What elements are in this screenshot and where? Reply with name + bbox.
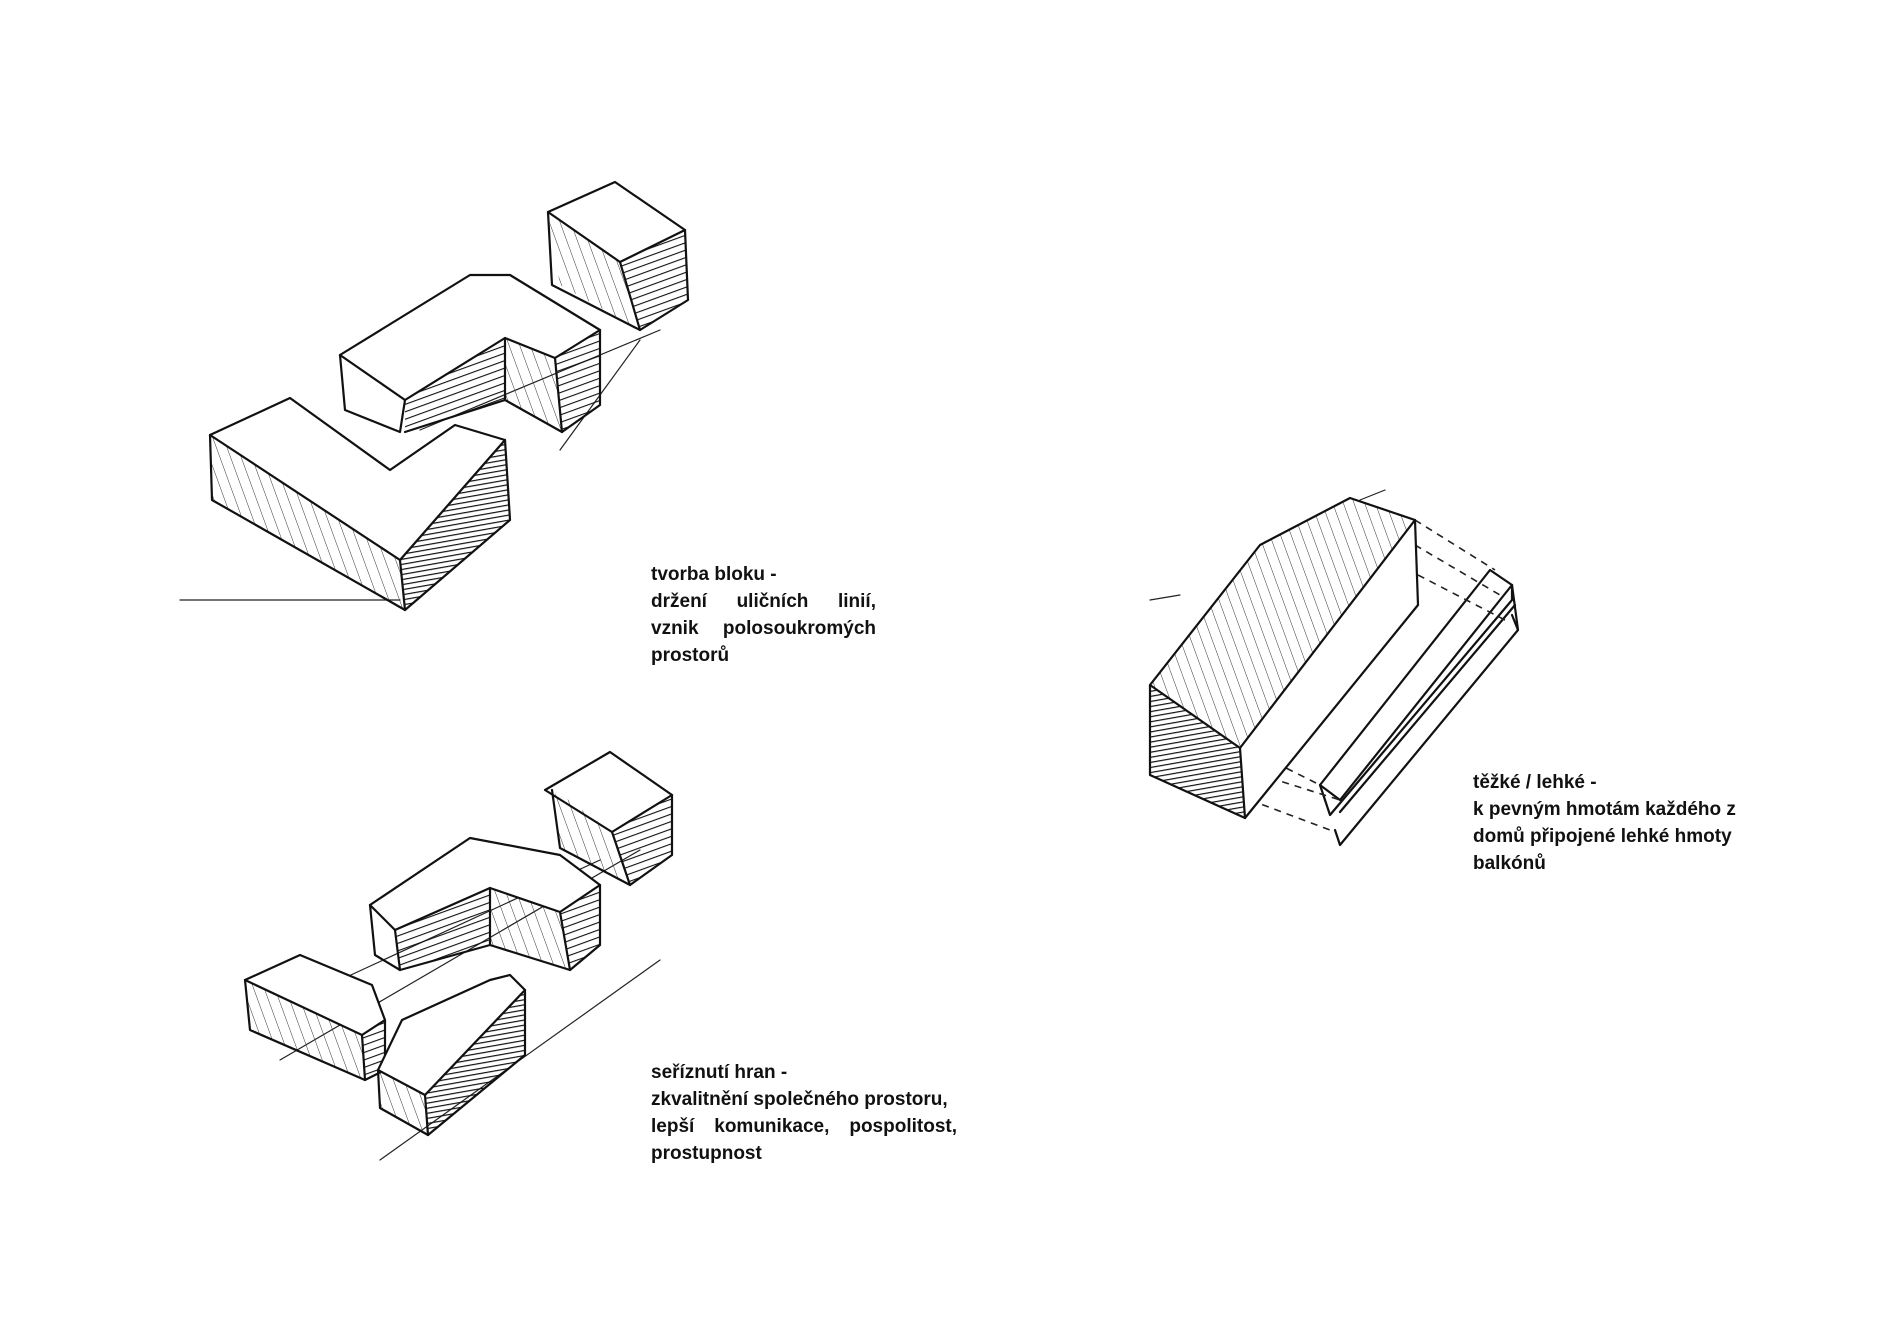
caption-line: držení uličních linií, bbox=[651, 591, 876, 612]
caption-line: k pevným hmotám každého z bbox=[1473, 799, 1736, 820]
caption-title: seříznutí hran - bbox=[651, 1062, 788, 1083]
sketch-heavy-light bbox=[1148, 489, 1520, 847]
caption-block-formation: tvorba bloku - držení uličních linií, vz… bbox=[651, 561, 876, 669]
caption-line: lepší komunikace, pospolitost, bbox=[651, 1116, 957, 1137]
block-middle-trimmed bbox=[368, 836, 602, 972]
block-left bbox=[243, 953, 387, 1082]
caption-edge-trimming: seříznutí hran - zkvalitnění společného … bbox=[651, 1059, 957, 1167]
block-front-trimmed bbox=[376, 973, 527, 1137]
caption-line: domů připojené lehké hmoty bbox=[1473, 826, 1732, 847]
caption-line: zkvalitnění společného prostoru, bbox=[651, 1089, 948, 1110]
caption-title: tvorba bloku - bbox=[651, 564, 777, 585]
caption-line: vznik polosoukromých bbox=[651, 618, 876, 639]
cube-corner-2 bbox=[543, 750, 674, 887]
caption-heavy-light: těžké / lehké - k pevným hmotám každého … bbox=[1473, 769, 1748, 877]
sketch-edge-trimming bbox=[243, 750, 674, 1161]
caption-title: těžké / lehké - bbox=[1473, 772, 1597, 793]
caption-line: prostupnost bbox=[651, 1143, 762, 1164]
block-l-shape bbox=[208, 396, 512, 612]
cube-corner bbox=[546, 180, 690, 332]
heavy-mass bbox=[1148, 489, 1420, 820]
sketch-block-formation bbox=[179, 180, 690, 612]
caption-line: balkónů bbox=[1473, 853, 1546, 874]
balcony-slabs bbox=[1318, 568, 1520, 847]
block-middle bbox=[338, 273, 602, 434]
caption-line: prostorů bbox=[651, 645, 730, 666]
